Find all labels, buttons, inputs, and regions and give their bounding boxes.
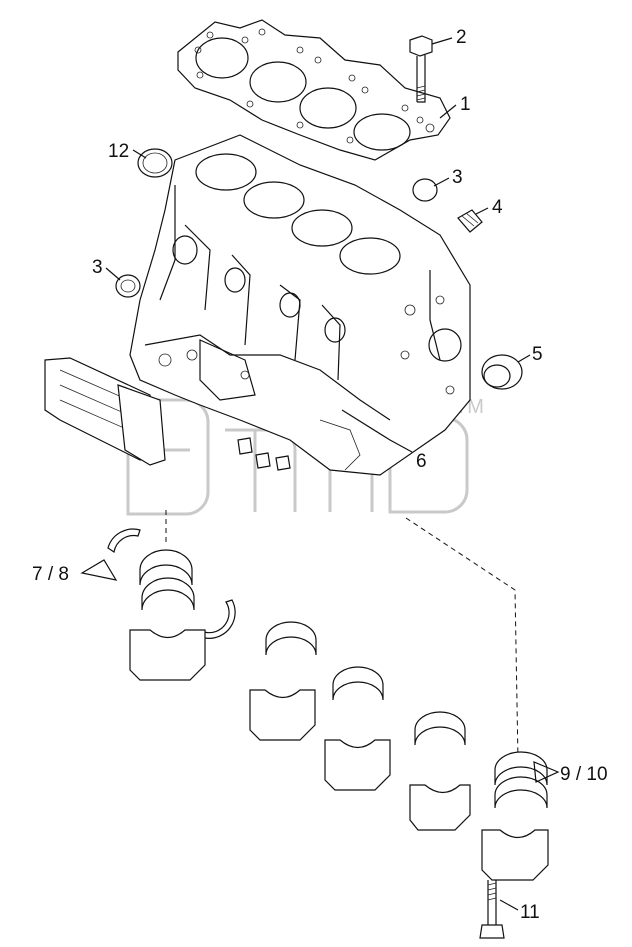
main-cap-bolt [479, 880, 505, 939]
expansion-plug-top [137, 148, 173, 178]
main-bearing-cap-4 [409, 711, 471, 831]
callout-9-10: 9 / 10 [560, 764, 608, 785]
assembly-guide-lines [165, 510, 519, 761]
block-side-stiffener [44, 357, 166, 466]
rear-oil-seal [481, 354, 523, 390]
thrust-washers-left [107, 528, 236, 639]
head-bolt [409, 35, 433, 103]
expansion-plug-upper [412, 178, 438, 202]
leader-lines [80, 37, 560, 911]
oil-gallery-plugs [237, 437, 291, 471]
main-bearing-cap-5 [481, 751, 549, 881]
main-bearing-cap-3 [324, 666, 391, 791]
cylinder-block [129, 134, 471, 476]
callout-12: 12 [108, 141, 129, 162]
main-bearing-cap-1 [129, 549, 206, 681]
dowel-plug [457, 209, 483, 233]
main-bearing-cap-2 [249, 621, 317, 741]
callout-7-8: 7 / 8 [32, 564, 69, 585]
callout-2: 2 [456, 27, 467, 48]
callout-11: 11 [520, 902, 540, 923]
callout-3-upper: 3 [452, 167, 463, 188]
head-gasket [177, 19, 451, 161]
callout-5: 5 [532, 344, 543, 365]
callout-1: 1 [460, 94, 471, 115]
callout-4: 4 [492, 197, 503, 218]
expansion-plug-lower [115, 274, 141, 298]
callout-3-lower: 3 [92, 257, 103, 278]
callout-6: 6 [416, 451, 427, 472]
